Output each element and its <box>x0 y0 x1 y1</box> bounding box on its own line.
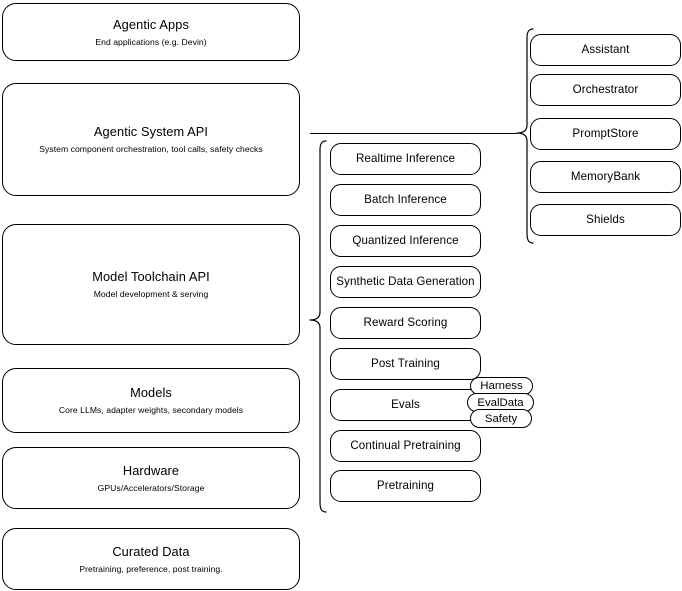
capability-label: Quantized Inference <box>352 234 459 247</box>
component-promptstore[interactable]: PromptStore <box>530 118 681 150</box>
layer-subtitle: GPUs/Accelerators/Storage <box>97 482 205 493</box>
capability-synthetic-data-generation[interactable]: Synthetic Data Generation <box>330 266 481 298</box>
layer-title: Agentic Apps <box>113 16 189 32</box>
capability-continual-pretraining[interactable]: Continual Pretraining <box>330 430 481 462</box>
layer-title: Model Toolchain API <box>92 269 210 284</box>
component-shields[interactable]: Shields <box>530 204 681 236</box>
brace-agentic-system-components <box>516 28 534 244</box>
component-assistant[interactable]: Assistant <box>530 34 681 66</box>
capability-label: Reward Scoring <box>363 316 448 329</box>
capability-label: Post Training <box>371 357 440 370</box>
layer-title: Models <box>130 385 172 400</box>
layer-title: Hardware <box>122 462 180 478</box>
capability-reward-scoring[interactable]: Reward Scoring <box>330 307 481 339</box>
component-orchestrator[interactable]: Orchestrator <box>530 74 681 106</box>
component-label: Assistant <box>581 43 630 56</box>
capability-label: Batch Inference <box>364 193 447 206</box>
brace-model-toolchain <box>309 140 327 513</box>
layer-subtitle: System component orchestration, tool cal… <box>39 144 263 154</box>
capability-label: Realtime Inference <box>355 152 456 165</box>
capability-post-training[interactable]: Post Training <box>330 348 481 380</box>
capability-label: Pretraining <box>376 479 435 492</box>
layer-subtitle: End applications (e.g. Devin) <box>95 36 207 47</box>
layer-model-toolchain-api[interactable]: Model Toolchain API Model development & … <box>2 224 300 345</box>
component-label: MemoryBank <box>570 170 641 183</box>
component-label: Orchestrator <box>572 83 639 96</box>
component-memorybank[interactable]: MemoryBank <box>530 161 681 193</box>
capability-realtime-inference[interactable]: Realtime Inference <box>330 143 481 175</box>
layer-curated-data[interactable]: Curated Data Pretraining, preference, po… <box>2 528 300 590</box>
layer-subtitle: Core LLMs, adapter weights, secondary mo… <box>58 405 244 415</box>
component-label: Shields <box>586 213 625 226</box>
capability-evals[interactable]: Evals <box>330 389 481 421</box>
capability-label: Continual Pretraining <box>350 439 461 452</box>
layer-subtitle: Pretraining, preference, post training. <box>79 563 223 574</box>
connector-system-api-to-components <box>310 133 517 135</box>
capability-batch-inference[interactable]: Batch Inference <box>330 184 481 216</box>
component-label: PromptStore <box>572 127 639 140</box>
layer-title: Agentic System API <box>93 124 209 139</box>
badge-evaldata[interactable]: EvalData <box>467 393 534 412</box>
layer-title: Curated Data <box>112 543 190 559</box>
badge-safety[interactable]: Safety <box>470 409 532 428</box>
capability-pretraining[interactable]: Pretraining <box>330 470 481 502</box>
capability-label: Evals <box>391 398 420 411</box>
layer-hardware[interactable]: Hardware GPUs/Accelerators/Storage <box>2 447 300 509</box>
capability-quantized-inference[interactable]: Quantized Inference <box>330 225 481 257</box>
layer-agentic-system-api[interactable]: Agentic System API System component orch… <box>2 83 300 196</box>
layer-agentic-apps[interactable]: Agentic Apps End applications (e.g. Devi… <box>2 3 300 61</box>
layer-models[interactable]: Models Core LLMs, adapter weights, secon… <box>2 368 300 433</box>
layer-subtitle: Model development & serving <box>93 289 209 299</box>
capability-label: Synthetic Data Generation <box>336 275 475 288</box>
